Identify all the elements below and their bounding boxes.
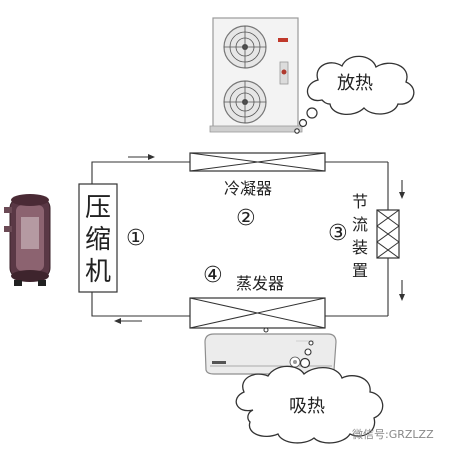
compressor-number: ① — [126, 226, 146, 251]
evaporator-box — [189, 297, 326, 333]
condenser-number: ② — [236, 206, 256, 231]
flow-arrow-right-bottom — [399, 280, 405, 301]
condenser-box — [189, 152, 326, 172]
refrigerant-piping — [91, 161, 389, 317]
flow-arrow-top — [128, 154, 155, 160]
evaporator-number: ④ — [203, 263, 223, 288]
heat-release-cloud — [294, 55, 415, 134]
compressor-label: 压缩机 — [84, 193, 111, 287]
heat-absorb-cloud — [235, 340, 384, 444]
heat-absorb-text: 吸热 — [289, 396, 325, 417]
compressor-box — [78, 183, 118, 293]
throttle-device-box — [376, 209, 400, 259]
condenser-label: 冷凝器 — [224, 179, 273, 198]
outdoor-unit-image — [209, 17, 303, 133]
throttle-number: ③ — [328, 221, 348, 246]
compressor-image — [4, 194, 51, 286]
flow-arrow-right-top — [399, 180, 405, 199]
heat-release-text: 放热 — [337, 73, 373, 94]
throttle-label: 节流装置 — [352, 192, 369, 280]
flow-arrow-bottom — [114, 318, 142, 324]
watermark: 微信号:GRZLZZ — [352, 428, 434, 441]
evaporator-label: 蒸发器 — [236, 274, 285, 293]
